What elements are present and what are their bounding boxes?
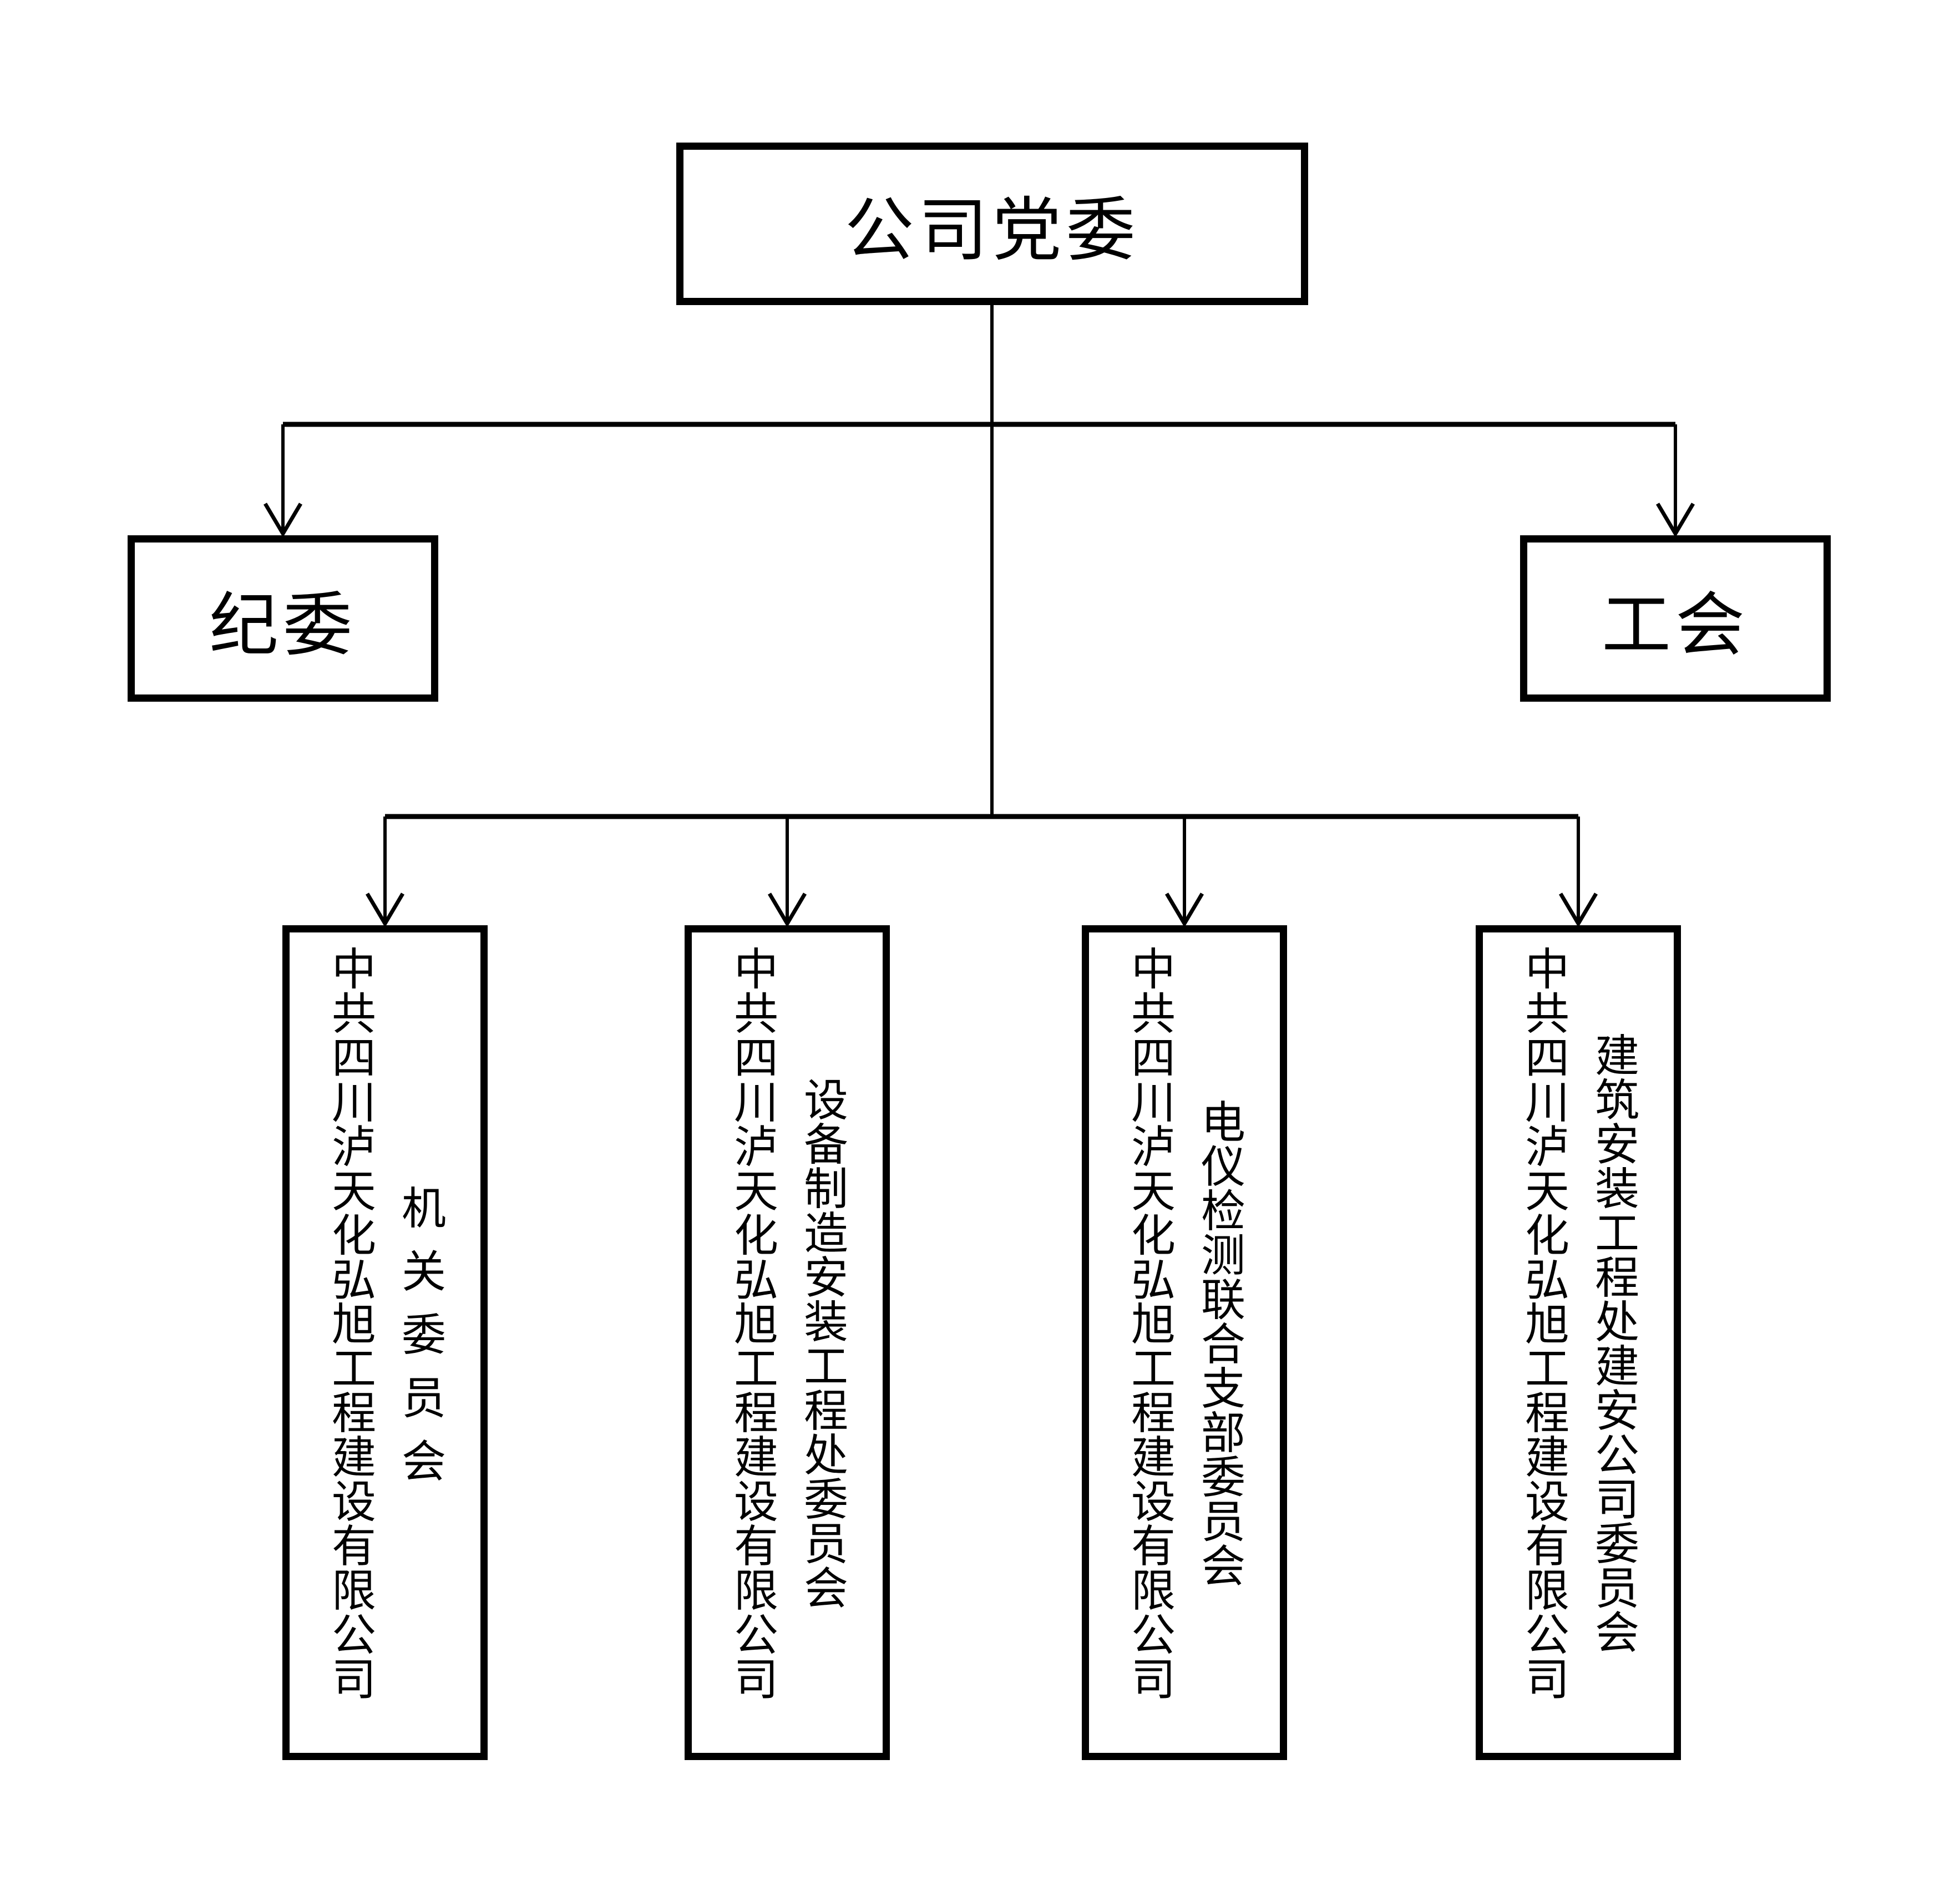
arrow-down-icon	[365, 893, 405, 927]
committee-box-4: 中共四川泸天化弘旭工程建设有限公司 建筑安装工程处建安公司委员会	[1476, 925, 1681, 1760]
party-committee-box: 公司党委	[676, 143, 1308, 305]
discipline-committee-label: 纪委	[209, 586, 357, 664]
company-name-text: 中共四川泸天化弘旭工程建设有限公司	[326, 946, 375, 1700]
party-committee-label: 公司党委	[844, 192, 1140, 269]
labor-union-label: 工会	[1602, 586, 1749, 664]
department-name-text: 建筑安装工程处建安公司委员会	[1589, 1032, 1638, 1654]
arrow-down-icon	[1655, 503, 1695, 538]
labor-union-box: 工会	[1520, 535, 1831, 702]
arrow-down-icon	[263, 503, 303, 538]
committee-box-3: 中共四川泸天化弘旭工程建设有限公司 电仪检测联合支部委员会	[1082, 925, 1287, 1760]
department-name-text: 设备制造安装工程处委员会	[798, 1076, 847, 1609]
company-name-text: 中共四川泸天化弘旭工程建设有限公司	[1125, 946, 1174, 1700]
arrow-down-icon	[1164, 893, 1204, 927]
committee-box-1: 中共四川泸天化弘旭工程建设有限公司 机关委员会	[282, 925, 488, 1760]
arrow-down-icon	[767, 893, 807, 927]
discipline-committee-box: 纪委	[128, 535, 438, 702]
company-name-text: 中共四川泸天化弘旭工程建设有限公司	[728, 946, 777, 1700]
arrow-down-icon	[1558, 893, 1598, 927]
committee-box-2: 中共四川泸天化弘旭工程建设有限公司 设备制造安装工程处委员会	[685, 925, 890, 1760]
department-name-text: 机关委员会	[396, 1184, 445, 1501]
department-name-text: 电仪检测联合支部委员会	[1195, 1098, 1244, 1587]
company-name-text: 中共四川泸天化弘旭工程建设有限公司	[1519, 946, 1568, 1700]
